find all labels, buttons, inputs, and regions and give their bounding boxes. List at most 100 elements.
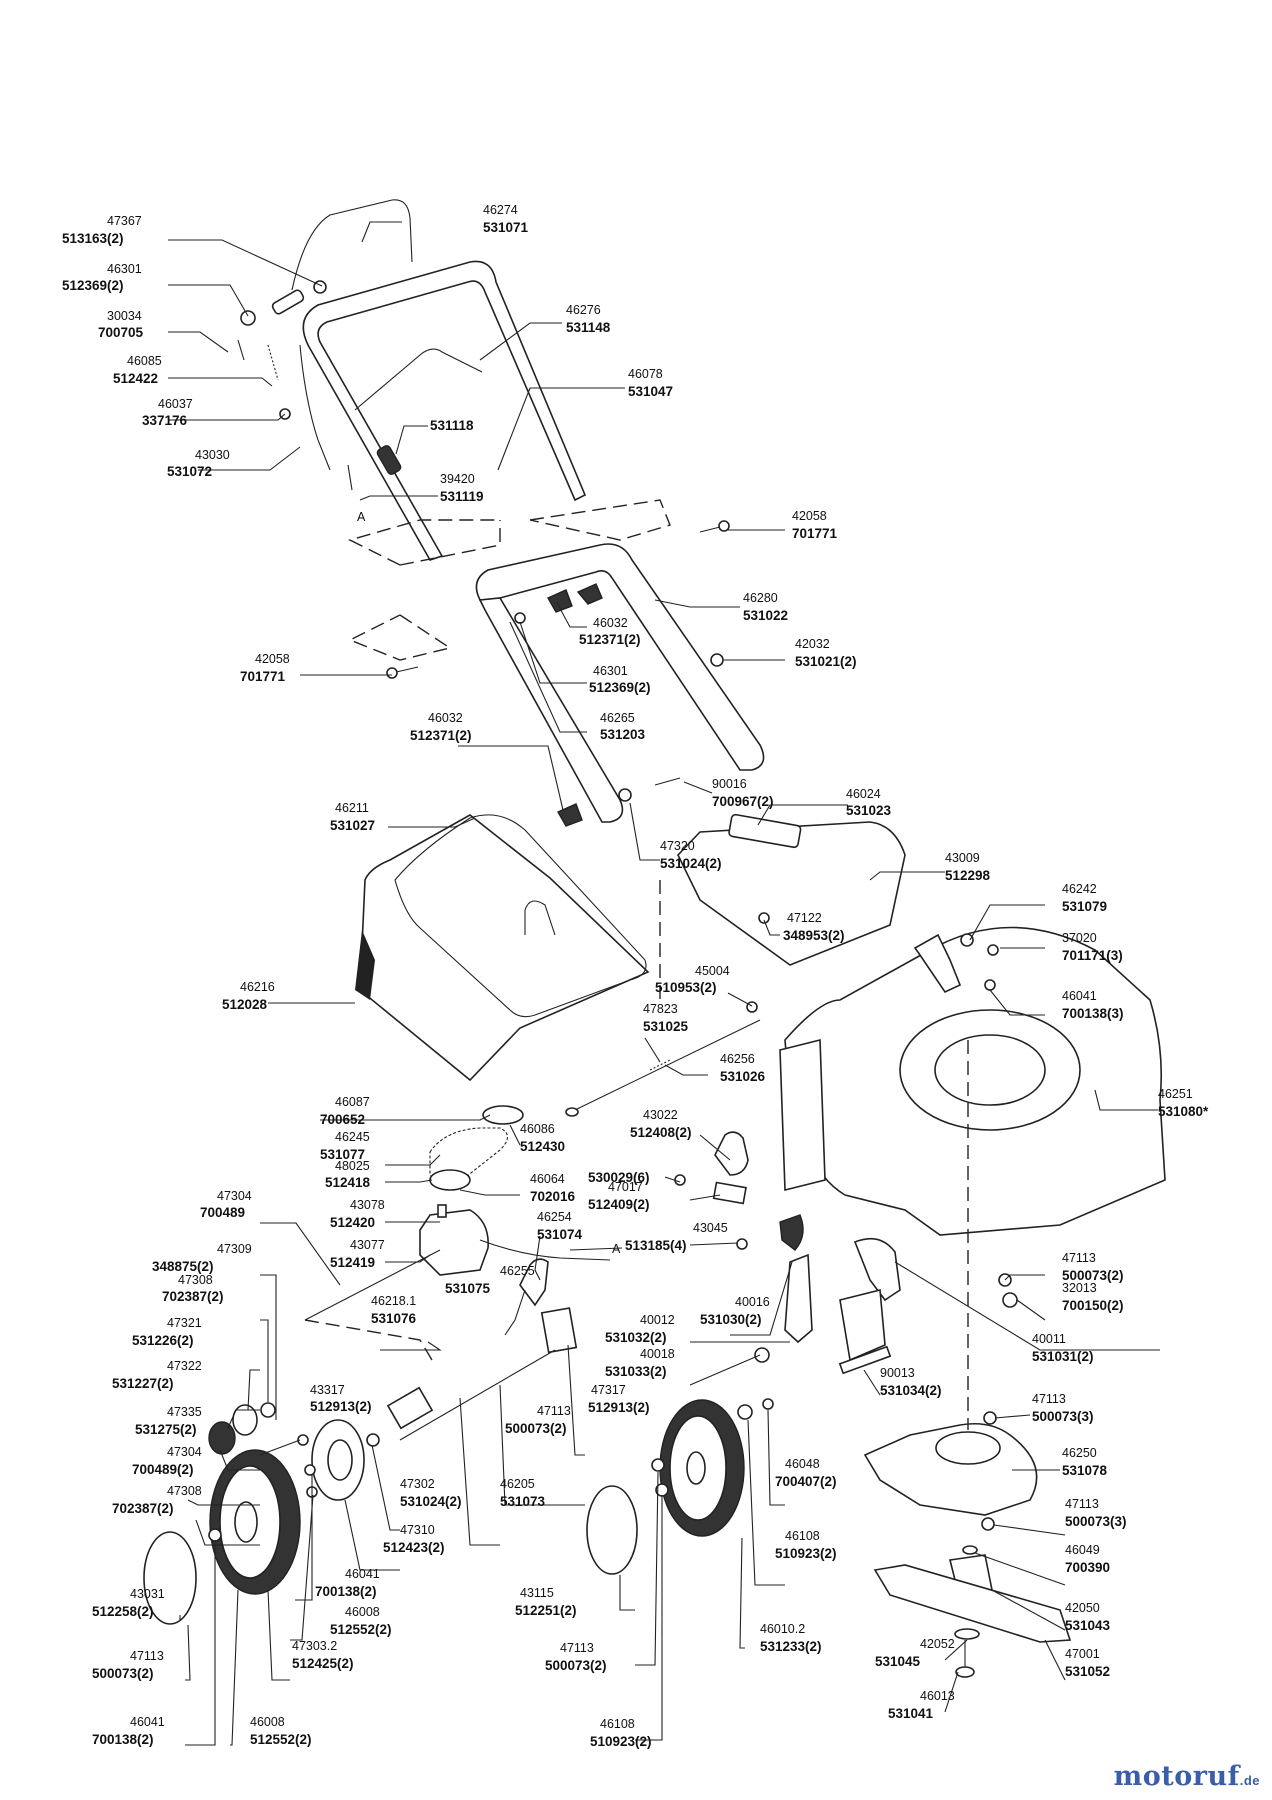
lower-handle	[475, 543, 765, 771]
label-part: 531118	[430, 418, 474, 433]
label-part: 531079	[1062, 899, 1107, 914]
label-part: 500073(2)	[545, 1658, 607, 1673]
label-num: 47309	[217, 1242, 252, 1256]
upper-crossbar	[354, 348, 483, 411]
label-part: 512408(2)	[630, 1125, 692, 1140]
gear-47335	[208, 1421, 236, 1455]
label-num: 46108	[785, 1529, 820, 1543]
flap-hinge-46024	[728, 813, 802, 849]
bolt-42058-top-head	[718, 520, 730, 532]
knob-46032-lower	[557, 803, 583, 827]
parts-artwork	[143, 199, 1166, 1678]
label-num: 46032	[428, 711, 463, 725]
rear-flap	[677, 821, 906, 966]
rear-axle-shaft	[399, 1349, 556, 1441]
label-part: 531034(2)	[880, 1383, 942, 1398]
adjuster-arm-40011	[853, 1237, 901, 1302]
bolt-43045	[736, 1238, 748, 1250]
bolt-37020	[987, 944, 999, 956]
nut-46242	[960, 933, 974, 947]
pin-43078	[437, 1204, 447, 1218]
label-part: 531023	[846, 803, 892, 818]
label-part: 531032(2)	[605, 1330, 667, 1345]
washer-46301	[240, 310, 256, 326]
label-num: 43317	[310, 1383, 345, 1397]
label-num: 46041	[1062, 989, 1097, 1003]
screw-30034	[237, 339, 245, 361]
label-num: 47367	[107, 214, 142, 228]
front-wheel-hub	[686, 1451, 706, 1485]
label-num: 46078	[628, 367, 663, 381]
label-num: 46085	[127, 354, 162, 368]
label-num: 46010.2	[760, 1622, 805, 1636]
gear-rod-46254	[479, 1239, 611, 1261]
label-num: 43045	[693, 1221, 728, 1235]
label-num: 47304	[167, 1445, 202, 1459]
label-part: 701771	[792, 526, 838, 541]
label-num: 46008	[250, 1715, 285, 1729]
label-num: 46255	[500, 1264, 535, 1278]
label-part: 702016	[530, 1189, 576, 1204]
washer-42052	[954, 1628, 980, 1640]
label-part: 337176	[142, 413, 188, 428]
label-part: 500073(2)	[505, 1421, 567, 1436]
nut-47113-blade	[983, 1411, 997, 1425]
label-part: 700489(2)	[132, 1462, 194, 1477]
label-part: 512423(2)	[383, 1540, 445, 1555]
blade-adapter-hub	[935, 1431, 1001, 1465]
deck-rear-bracket	[913, 933, 962, 994]
label-num: 43077	[350, 1238, 385, 1252]
hubcap-43031	[143, 1531, 197, 1625]
height-bracket-43022	[714, 1131, 749, 1176]
label-part: 531077	[320, 1147, 365, 1162]
label-num: 47113	[1032, 1392, 1066, 1406]
label-num: 46250	[1062, 1446, 1097, 1460]
pinion-47321	[232, 1404, 258, 1436]
label-num: 46301	[107, 262, 142, 276]
label-num: 46254	[537, 1210, 572, 1224]
label-num: 46242	[1062, 882, 1097, 896]
label-part: 531233(2)	[760, 1639, 822, 1654]
label-num: 46280	[743, 591, 778, 605]
cable-spring	[376, 445, 402, 475]
gear-bracket-47317	[540, 1307, 578, 1354]
label-part: 531022	[743, 608, 788, 623]
label-num: 46205	[500, 1477, 535, 1491]
label-part: 700652	[320, 1112, 365, 1127]
label-part: 500073(2)	[1062, 1268, 1124, 1283]
grass-bag-shading	[355, 930, 375, 1000]
label-part: 700407(2)	[775, 1474, 837, 1489]
label-part: 531073	[500, 1494, 546, 1509]
label-part: 512028	[222, 997, 268, 1012]
label-part: 531275(2)	[135, 1422, 197, 1437]
label-num: 46251	[1158, 1087, 1193, 1101]
washer-46048	[762, 1398, 774, 1410]
label-part: 531025	[643, 1019, 689, 1034]
label-part: 512425(2)	[292, 1656, 354, 1671]
label-part: 700138(3)	[1062, 1006, 1124, 1021]
screw-90016	[654, 777, 681, 786]
label-num: 46274	[483, 203, 518, 217]
washer-47320	[618, 788, 632, 802]
label-part: A	[357, 510, 366, 524]
leader-lines	[168, 221, 1160, 1746]
deck-motor-recess-inner	[934, 1034, 1046, 1106]
label-part: 700138(2)	[92, 1732, 154, 1747]
label-part: 348953(2)	[783, 928, 845, 943]
lower-handle-left-arm	[478, 597, 624, 823]
label-part: 531031(2)	[1032, 1349, 1094, 1364]
label-num: 46218.1	[371, 1294, 416, 1308]
clip-42032	[710, 653, 724, 667]
gear-wheel-47310-inner	[327, 1439, 353, 1481]
label-num: 46024	[846, 787, 881, 801]
label-part: 512552(2)	[250, 1732, 312, 1747]
label-num: 47823	[643, 1002, 678, 1016]
label-num: 47017	[608, 1180, 643, 1194]
label-num: 42050	[1065, 1601, 1100, 1615]
axle-46218-dash	[304, 1319, 433, 1361]
label-num: 42032	[795, 637, 830, 651]
spring-46085	[267, 344, 279, 381]
gear-pulley-48025	[429, 1169, 471, 1191]
nut-47113-rear-left	[208, 1528, 222, 1542]
